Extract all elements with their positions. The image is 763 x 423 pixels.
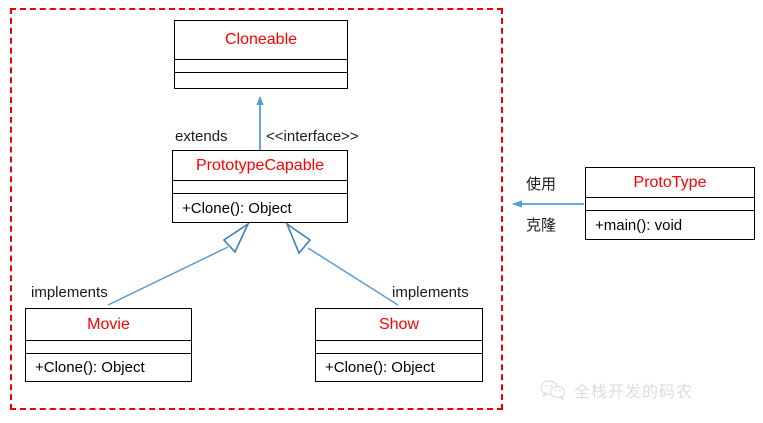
label-usage-cn: 使用 — [526, 175, 557, 193]
label-interface-stereotype: <<interface>> — [266, 128, 359, 145]
class-name-prototype: ProtoType — [586, 168, 754, 198]
label-clone-cn: 克隆 — [526, 216, 557, 234]
wechat-icon — [540, 380, 566, 401]
class-operations-prototype: +main(): void — [595, 216, 683, 234]
class-attributes-prototypecapable — [173, 181, 347, 194]
class-attributes-cloneable — [175, 60, 347, 73]
class-operations-prototypecapable: +Clone(): Object — [182, 199, 292, 217]
class-name-show: Show — [316, 309, 482, 341]
class-operations-show: +Clone(): Object — [325, 359, 435, 376]
class-operations-cloneable — [175, 73, 347, 88]
class-name-cloneable: Cloneable — [175, 21, 347, 60]
uml-class-movie[interactable]: Movie +Clone(): Object — [25, 308, 192, 382]
uml-class-prototype[interactable]: ProtoType +main(): void — [585, 167, 755, 240]
label-extends: extends — [175, 128, 228, 145]
uml-class-cloneable[interactable]: Cloneable — [174, 20, 348, 89]
label-implements-movie: implements — [31, 284, 108, 301]
class-name-prototypecapable: PrototypeCapable — [173, 151, 347, 181]
watermark-text: 全栈开发的码农 — [574, 382, 694, 401]
label-implements-show: implements — [392, 284, 469, 301]
class-name-movie: Movie — [26, 309, 191, 341]
class-operations-movie: +Clone(): Object — [35, 359, 145, 376]
package-boundary — [10, 8, 503, 410]
class-attributes-prototype — [586, 198, 754, 211]
uml-class-prototypecapable[interactable]: PrototypeCapable +Clone(): Object — [172, 150, 348, 223]
watermark: 全栈开发的码农 — [540, 378, 693, 402]
uml-class-show[interactable]: Show +Clone(): Object — [315, 308, 483, 382]
class-attributes-movie — [26, 341, 191, 354]
class-attributes-show — [316, 341, 482, 354]
